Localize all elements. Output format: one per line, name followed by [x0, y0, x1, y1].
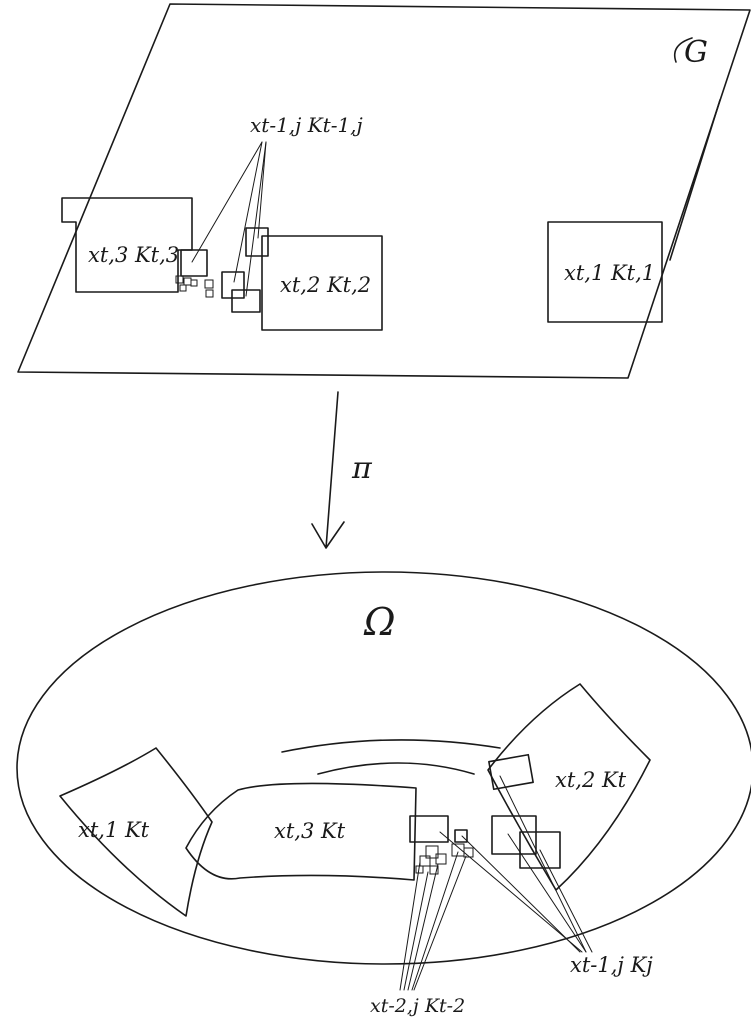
torus-hole-upper: [281, 739, 501, 753]
pointer-image-prev-2: [507, 833, 587, 953]
pointer-prev-2: [233, 141, 263, 283]
patch-t1: [59, 747, 213, 917]
patch-t3: [185, 782, 417, 881]
coset-t2-label: xt,2 Kt,2: [280, 273, 371, 297]
tiny-coset-5: [204, 279, 214, 289]
torus-hole-lower: [317, 762, 475, 775]
coset-t3-label: xt,3 Kt,3: [88, 243, 179, 267]
image-t2-label: xt,2 Kt: [555, 768, 627, 792]
pointer-prev-3: [257, 141, 267, 239]
small-image-i: [435, 853, 447, 865]
small-image-d: [409, 815, 449, 843]
pointer-image-prev-3: [539, 849, 593, 953]
image-t3-label: xt,3 Kt: [274, 819, 346, 843]
small-image-f: [451, 843, 465, 857]
pointer-image-prev2-1: [399, 861, 421, 991]
pointer-image-prev2-3: [407, 863, 439, 991]
pointer-image-prev-1: [499, 775, 587, 953]
small-coset-c: [245, 227, 269, 257]
image-prev-label: xt-1,j Kj: [570, 953, 653, 977]
small-image-e: [454, 829, 468, 843]
coset-t3-box: [61, 197, 193, 293]
small-coset-b: [221, 271, 245, 299]
small-coset-a: [180, 249, 208, 277]
coset-prev-label: xt-1,j Kt-1,j: [250, 113, 363, 137]
space-label: Ω: [363, 600, 396, 644]
tiny-coset-1: [175, 275, 184, 284]
tiny-coset-6: [205, 289, 214, 298]
pointer-image-prev-5: [461, 835, 581, 953]
torus-outline: [16, 571, 751, 965]
small-image-b: [491, 815, 537, 855]
pointer-image-prev2-4: [411, 851, 459, 991]
pointer-image-prev-4: [439, 831, 583, 953]
coset-t1-label: xt,1 Kt,1: [564, 261, 655, 285]
small-image-c: [519, 831, 561, 869]
small-image-j: [419, 855, 431, 867]
small-image-a: [488, 753, 534, 791]
small-coset-d: [231, 289, 261, 313]
tiny-coset-4: [190, 279, 198, 287]
image-prev2-label: xt-2,j Kt-2: [370, 995, 465, 1017]
pointer-image-prev2-5: [413, 855, 467, 991]
projection-label: π: [351, 451, 373, 486]
small-image-k: [429, 865, 439, 875]
coset-t1-box: [547, 221, 663, 323]
tiny-coset-3: [179, 284, 187, 292]
image-t1-label: xt,1 Kt: [78, 818, 150, 842]
pointer-prev-4: [245, 141, 267, 297]
group-label: G: [684, 35, 708, 70]
small-image-h: [425, 845, 439, 859]
projection-arrow: [311, 391, 345, 549]
pointer-prev-1: [191, 141, 263, 263]
coset-t2-box: [261, 235, 383, 331]
tiny-coset-2: [183, 277, 192, 286]
plane-G: [17, 3, 751, 379]
group-label-curve: [673, 37, 693, 63]
plane-G-right-edge-tail: [669, 99, 721, 261]
pointer-image-prev2-2: [403, 871, 429, 991]
